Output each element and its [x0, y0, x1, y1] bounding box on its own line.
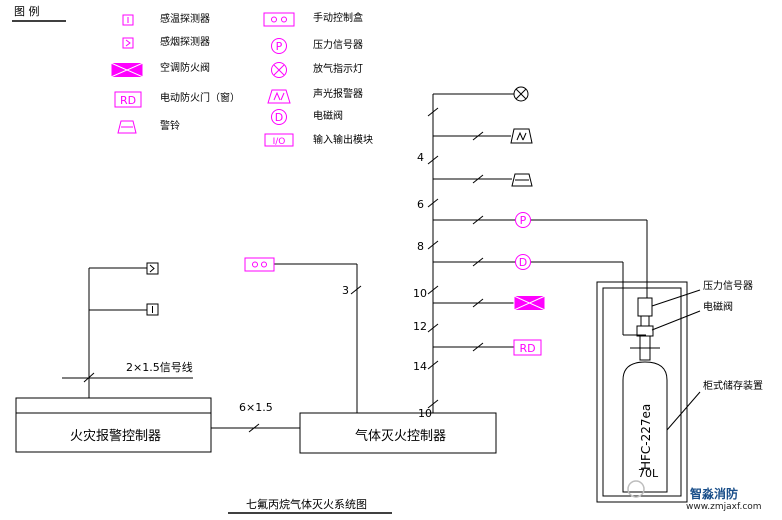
branch-manual-control-box-icon: [244, 257, 275, 272]
watermark-logo-icon: [627, 480, 645, 498]
cylinder-volume-label: 70L: [638, 467, 659, 480]
legend-label-smoke-detector: 感烟探测器: [160, 37, 210, 48]
storage-cabinet: [596, 281, 688, 503]
legend-label-heat-detector: 感温探测器: [160, 14, 210, 25]
watermark-url: www.zmjaxf.com: [686, 502, 762, 512]
cylinder-agent-label: HFC-227ea: [639, 403, 653, 470]
wire-count-manual: 3: [342, 284, 349, 297]
legend-rd-symbol: RD: [120, 94, 136, 107]
legend-label-fire-door: 电动防火门（窗）: [160, 93, 240, 104]
smoke-detector-icon: [122, 37, 134, 49]
branch-solenoid-valve-icon: [515, 254, 531, 270]
gas-controller-label: 气体灭火控制器: [355, 429, 447, 444]
controller-link: [211, 423, 300, 433]
heat-detector-icon: [122, 14, 134, 26]
pressure-signal-icon: [271, 38, 287, 54]
fire-alarm-controller-label: 火灾报警控制器: [70, 429, 162, 444]
branch-fire-damper-icon: [513, 295, 546, 311]
branch-fire-door-icon: [513, 339, 542, 356]
legend-label-fire-damper: 空调防火阀: [160, 63, 210, 74]
wire-count-bottom: 10: [418, 407, 432, 420]
legend-label-io-module: 输入输出模块: [313, 135, 373, 146]
diagram-caption: 七氟丙烷气体灭火系统图: [246, 498, 367, 511]
cabinet-label-solenoid: 电磁阀: [703, 302, 733, 313]
manual-control-box-icon: [263, 12, 295, 27]
branch-alarm-bell-icon: [511, 173, 533, 187]
fire-alarm-controller-box: [15, 397, 212, 453]
legend-io-symbol: I/O: [273, 137, 286, 147]
cabinet-label-storage: 柜式储存装置: [703, 381, 763, 392]
legend-title: 图 例: [14, 5, 40, 18]
alarm-bell-icon: [117, 120, 137, 134]
fire-door-icon: [114, 91, 142, 108]
main-bus: [427, 94, 439, 413]
wire-count-14: 14: [413, 360, 427, 373]
wire-count-4: 4: [417, 151, 424, 164]
legend-label-alarm-bell: 警铃: [160, 121, 180, 132]
sound-light-alarm-icon: [267, 89, 291, 104]
wire-count-6: 6: [417, 198, 424, 211]
cabinet-label-pressure: 压力信号器: [703, 281, 753, 292]
legend-label-sound-light-alarm: 声光报警器: [313, 89, 363, 100]
legend-label-manual-box: 手动控制盒: [313, 13, 363, 24]
legend-d-symbol: D: [275, 111, 283, 124]
legend-label-pressure-signal: 压力信号器: [313, 40, 363, 51]
branch-heat-detector-icon: [146, 303, 159, 316]
cabinet-leaders: [651, 289, 701, 431]
legend-label-solenoid-valve: 电磁阀: [313, 111, 343, 122]
watermark-brand: 智淼消防: [690, 487, 739, 501]
wire-count-8: 8: [417, 240, 424, 253]
gas-cylinder: [622, 297, 668, 493]
legend-p-symbol: P: [276, 40, 283, 53]
fire-damper-icon: [110, 62, 144, 78]
io-module-icon: [264, 133, 294, 147]
detector-branch-lines: [62, 267, 193, 398]
branch-p-symbol: P: [520, 214, 527, 227]
solenoid-valve-icon: [271, 109, 287, 125]
link-label: 6×1.5: [239, 401, 273, 414]
branch-discharge-lamp-icon: [513, 86, 529, 102]
manual-box-branch: [274, 263, 362, 413]
wire-count-10: 10: [413, 287, 427, 300]
discharge-lamp-icon: [271, 62, 287, 78]
legend-label-discharge-lamp: 放气指示灯: [313, 64, 363, 75]
branch-sound-light-alarm-icon: [510, 128, 533, 144]
wire-count-12: 12: [413, 320, 427, 333]
signal-line-label: 2×1.5信号线: [126, 361, 193, 374]
branch-smoke-detector-icon: [146, 262, 159, 275]
branch-pressure-signal-icon: [515, 212, 531, 228]
branch-d-symbol: D: [519, 256, 527, 269]
gas-controller-box: [299, 412, 497, 454]
branch-rd-symbol: RD: [519, 342, 535, 355]
output-branches: [433, 93, 648, 352]
